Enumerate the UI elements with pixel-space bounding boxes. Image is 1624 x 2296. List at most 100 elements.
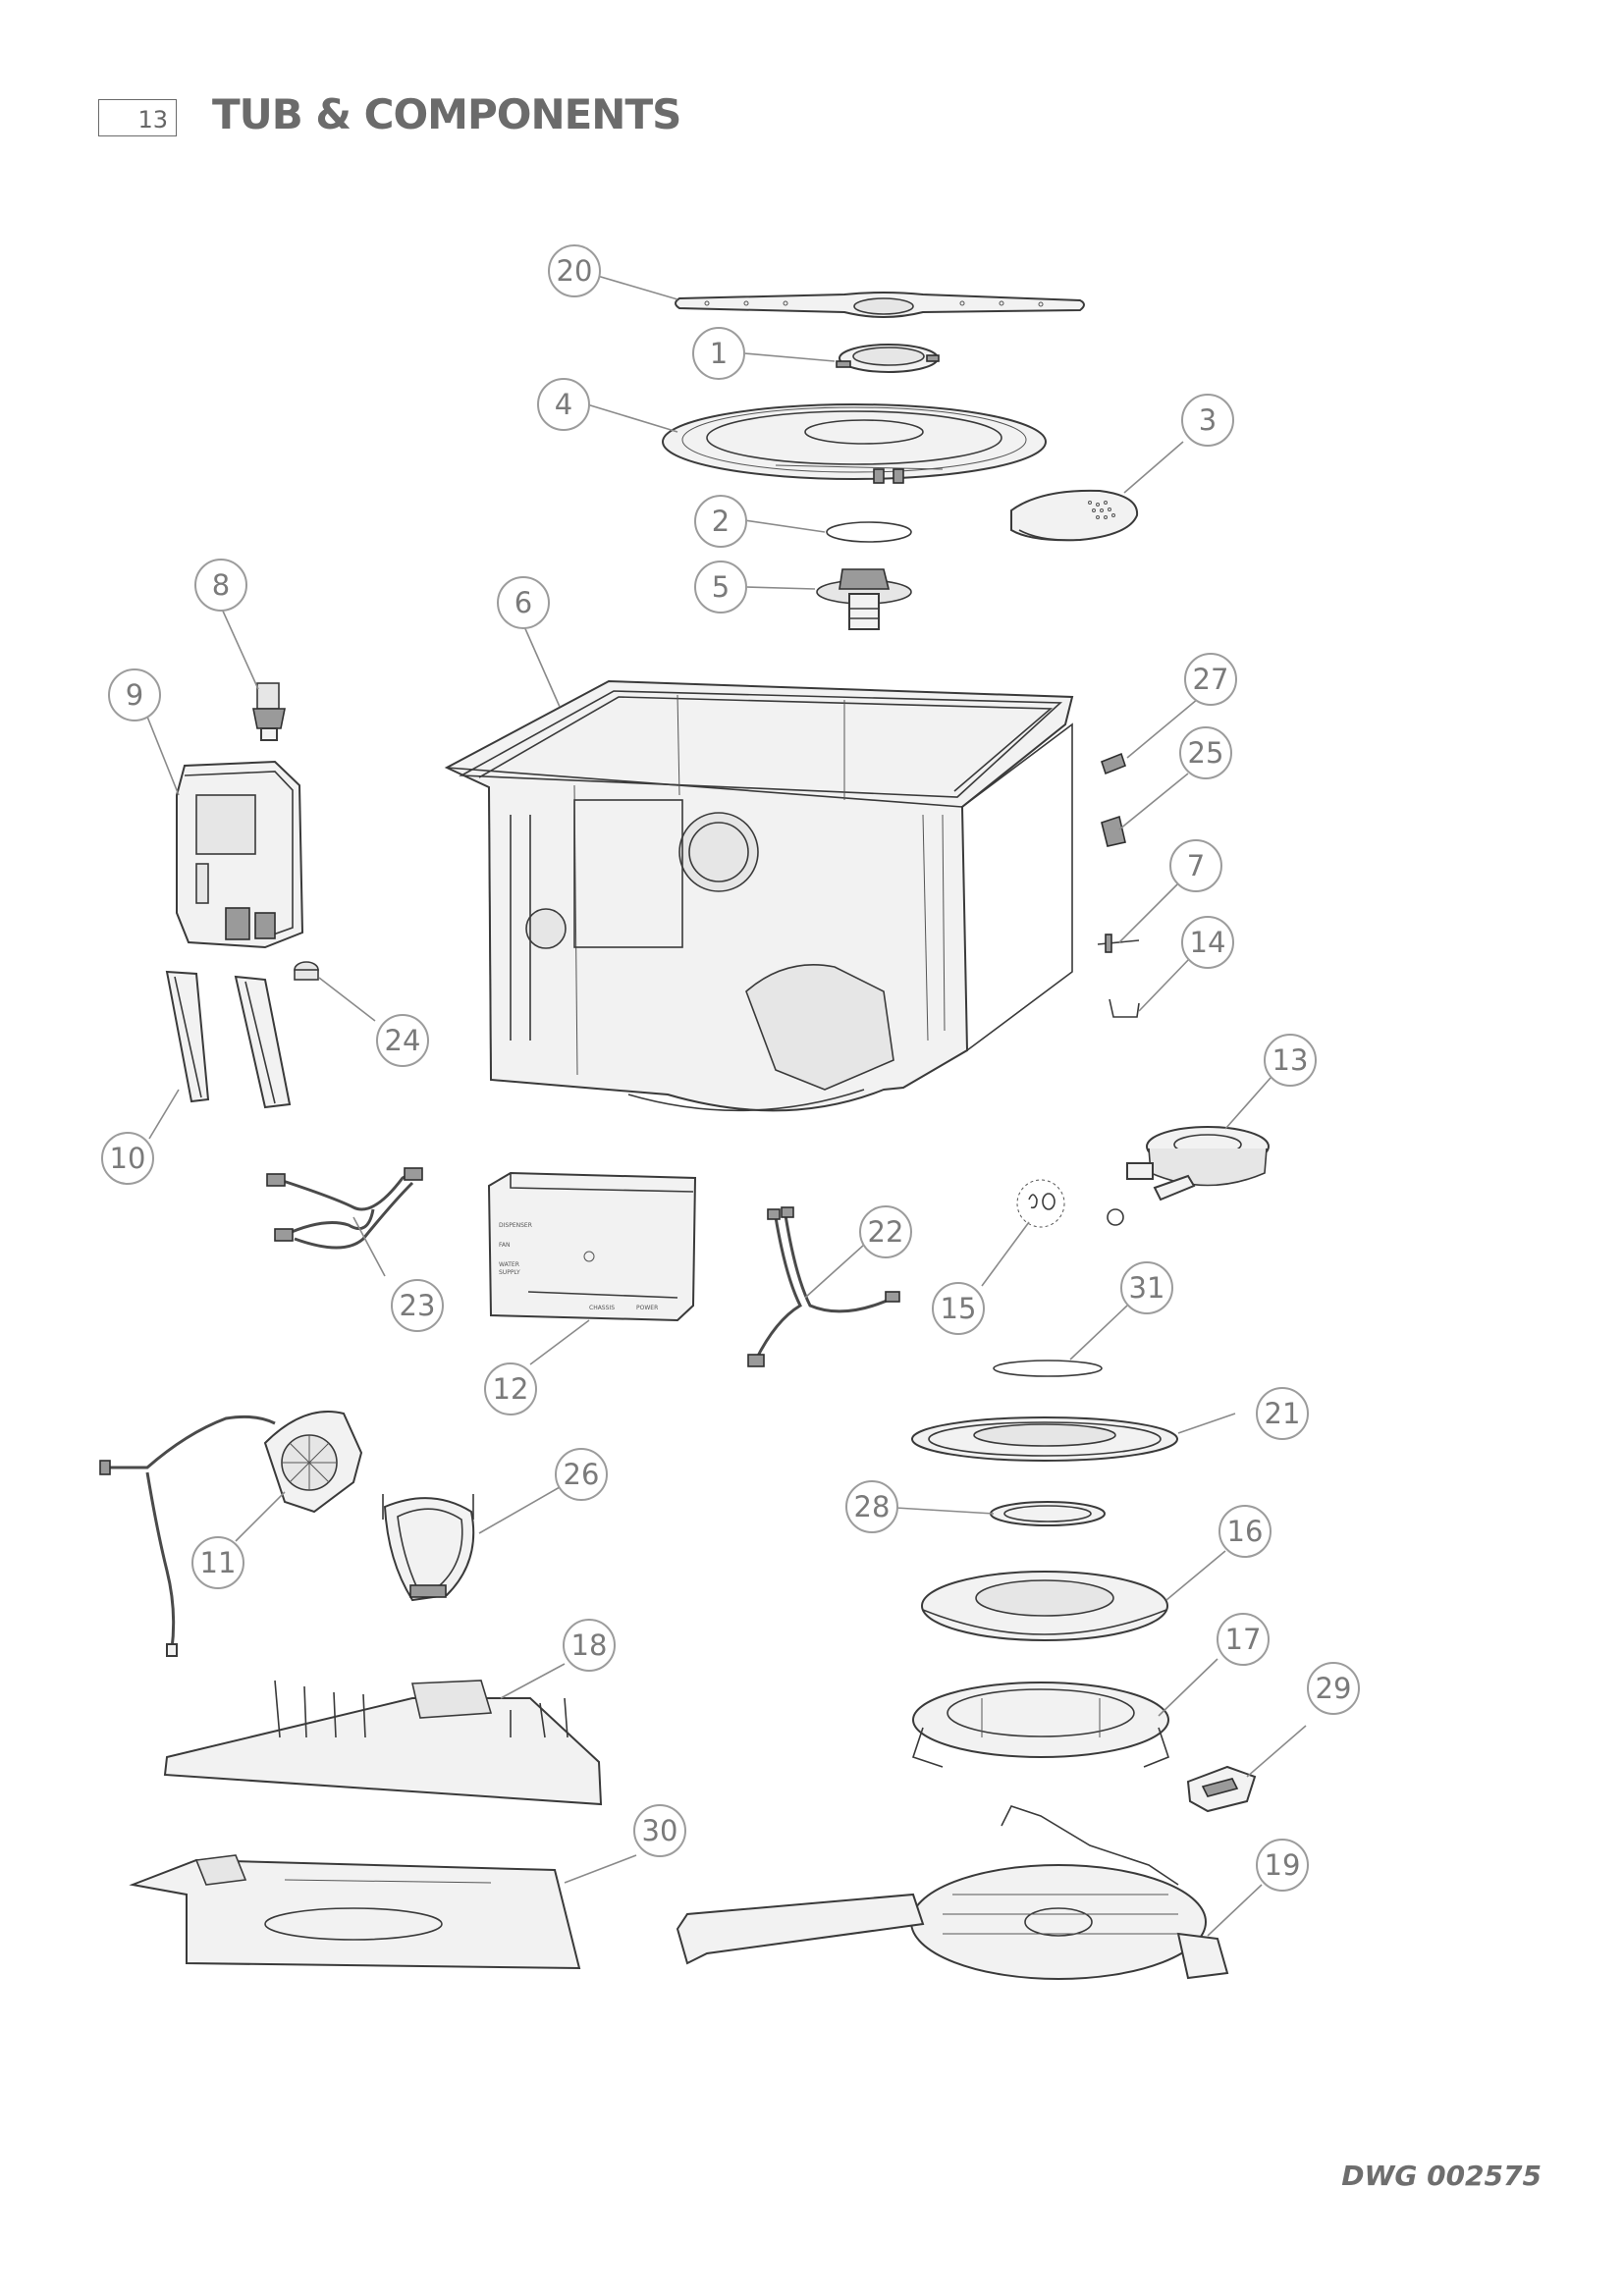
part-31-ring bbox=[993, 1360, 1103, 1377]
svg-text:5: 5 bbox=[712, 570, 730, 604]
svg-text:20: 20 bbox=[557, 254, 593, 288]
page-number: 13 bbox=[137, 106, 168, 133]
part-22-cable bbox=[747, 1206, 900, 1367]
callout-23: 23 bbox=[391, 1279, 444, 1332]
part-4-filter-plate bbox=[662, 403, 1047, 484]
callout-9: 9 bbox=[108, 668, 161, 721]
callout-17: 17 bbox=[1217, 1613, 1270, 1666]
pcb-label-water: WATER bbox=[499, 1261, 519, 1268]
part-15-clip bbox=[1016, 1179, 1065, 1228]
svg-text:16: 16 bbox=[1227, 1515, 1264, 1548]
part-8-valve bbox=[252, 682, 286, 741]
part-18-toe-kick bbox=[163, 1680, 603, 1806]
svg-text:14: 14 bbox=[1190, 926, 1226, 959]
svg-text:9: 9 bbox=[126, 678, 143, 712]
pcb-label-dispenser: DISPENSER bbox=[499, 1222, 532, 1229]
part-19-base bbox=[676, 1805, 1229, 1980]
callout-20: 20 bbox=[548, 244, 601, 297]
part-21-gasket bbox=[911, 1416, 1178, 1462]
callout-30: 30 bbox=[633, 1804, 686, 1857]
part-6-tub bbox=[444, 679, 1074, 1112]
svg-text:6: 6 bbox=[514, 586, 532, 619]
callout-16: 16 bbox=[1218, 1505, 1272, 1558]
svg-text:11: 11 bbox=[200, 1546, 237, 1579]
callout-25: 25 bbox=[1179, 726, 1232, 779]
svg-text:15: 15 bbox=[941, 1292, 977, 1325]
svg-text:25: 25 bbox=[1188, 736, 1224, 770]
svg-text:27: 27 bbox=[1193, 663, 1229, 696]
pcb-label-fan: FAN bbox=[499, 1242, 511, 1249]
leader-lines bbox=[146, 274, 1307, 1937]
svg-text:30: 30 bbox=[642, 1814, 678, 1847]
part-29-bracket bbox=[1186, 1765, 1257, 1813]
part-16-plate bbox=[921, 1571, 1168, 1641]
callout-31: 31 bbox=[1120, 1261, 1173, 1314]
part-3-filter-cup bbox=[1010, 489, 1139, 542]
callout-15: 15 bbox=[932, 1282, 985, 1335]
svg-text:28: 28 bbox=[854, 1490, 891, 1523]
callout-3: 3 bbox=[1181, 394, 1234, 447]
callout-1: 1 bbox=[692, 327, 745, 380]
callout-21: 21 bbox=[1256, 1387, 1309, 1440]
pcb-label-chassis: CHASSIS bbox=[589, 1305, 615, 1311]
callout-4: 4 bbox=[537, 378, 590, 431]
page-number-box: 13 bbox=[98, 99, 177, 136]
svg-text:18: 18 bbox=[571, 1629, 608, 1662]
part-14-bracket bbox=[1109, 998, 1140, 1018]
svg-text:21: 21 bbox=[1265, 1397, 1301, 1430]
callout-5: 5 bbox=[694, 561, 747, 614]
callout-8: 8 bbox=[194, 559, 247, 612]
part-17-frame bbox=[911, 1682, 1169, 1768]
svg-text:29: 29 bbox=[1316, 1672, 1352, 1705]
part-10-brackets bbox=[165, 970, 292, 1109]
callout-6: 6 bbox=[497, 576, 550, 629]
svg-text:24: 24 bbox=[385, 1024, 421, 1057]
part-25-pad bbox=[1101, 815, 1126, 847]
svg-text:4: 4 bbox=[555, 388, 572, 421]
part-27-clip bbox=[1101, 752, 1126, 775]
part-7-pin bbox=[1097, 934, 1140, 953]
svg-text:19: 19 bbox=[1265, 1848, 1301, 1882]
callout-14: 14 bbox=[1181, 916, 1234, 969]
part-13-sump bbox=[1107, 1126, 1270, 1226]
pcb-label-supply: SUPPLY bbox=[499, 1269, 520, 1276]
callout-26: 26 bbox=[555, 1448, 608, 1501]
callout-18: 18 bbox=[563, 1619, 616, 1672]
svg-text:22: 22 bbox=[868, 1215, 904, 1249]
callout-10: 10 bbox=[101, 1132, 154, 1185]
part-1-ring bbox=[836, 344, 940, 373]
pcb-label-power: POWER bbox=[636, 1305, 658, 1311]
callout-2: 2 bbox=[694, 495, 747, 548]
page-title: TUB & COMPONENTS bbox=[212, 90, 681, 138]
svg-text:7: 7 bbox=[1187, 849, 1205, 882]
svg-text:17: 17 bbox=[1225, 1623, 1262, 1656]
part-23-harness bbox=[266, 1167, 423, 1250]
callout-19: 19 bbox=[1256, 1839, 1309, 1892]
callout-13: 13 bbox=[1264, 1034, 1317, 1087]
svg-text:1: 1 bbox=[710, 337, 728, 370]
part-24-grommet bbox=[294, 961, 319, 981]
part-26-clamp bbox=[382, 1494, 475, 1602]
callout-22: 22 bbox=[859, 1205, 912, 1258]
callout-29: 29 bbox=[1307, 1662, 1360, 1715]
callout-12: 12 bbox=[484, 1362, 537, 1415]
part-20-spray-arm bbox=[675, 292, 1085, 318]
callout-11: 11 bbox=[191, 1536, 244, 1589]
part-12-pcb: DISPENSER FAN WATER SUPPLY CHASSIS POWER bbox=[487, 1171, 697, 1322]
callout-24: 24 bbox=[376, 1014, 429, 1067]
svg-text:10: 10 bbox=[110, 1142, 146, 1175]
svg-text:2: 2 bbox=[712, 505, 730, 538]
part-30-lower-panel bbox=[129, 1854, 581, 1970]
svg-text:3: 3 bbox=[1199, 403, 1217, 437]
svg-text:13: 13 bbox=[1272, 1043, 1309, 1077]
part-9-control-box bbox=[176, 760, 304, 949]
svg-text:31: 31 bbox=[1129, 1271, 1165, 1305]
svg-text:12: 12 bbox=[493, 1372, 529, 1406]
callout-7: 7 bbox=[1169, 839, 1222, 892]
svg-text:26: 26 bbox=[564, 1458, 600, 1491]
callout-28: 28 bbox=[845, 1480, 898, 1533]
svg-text:8: 8 bbox=[212, 568, 230, 602]
callout-27: 27 bbox=[1184, 653, 1237, 706]
drawing-number: DWG 002575 bbox=[1341, 2160, 1542, 2192]
